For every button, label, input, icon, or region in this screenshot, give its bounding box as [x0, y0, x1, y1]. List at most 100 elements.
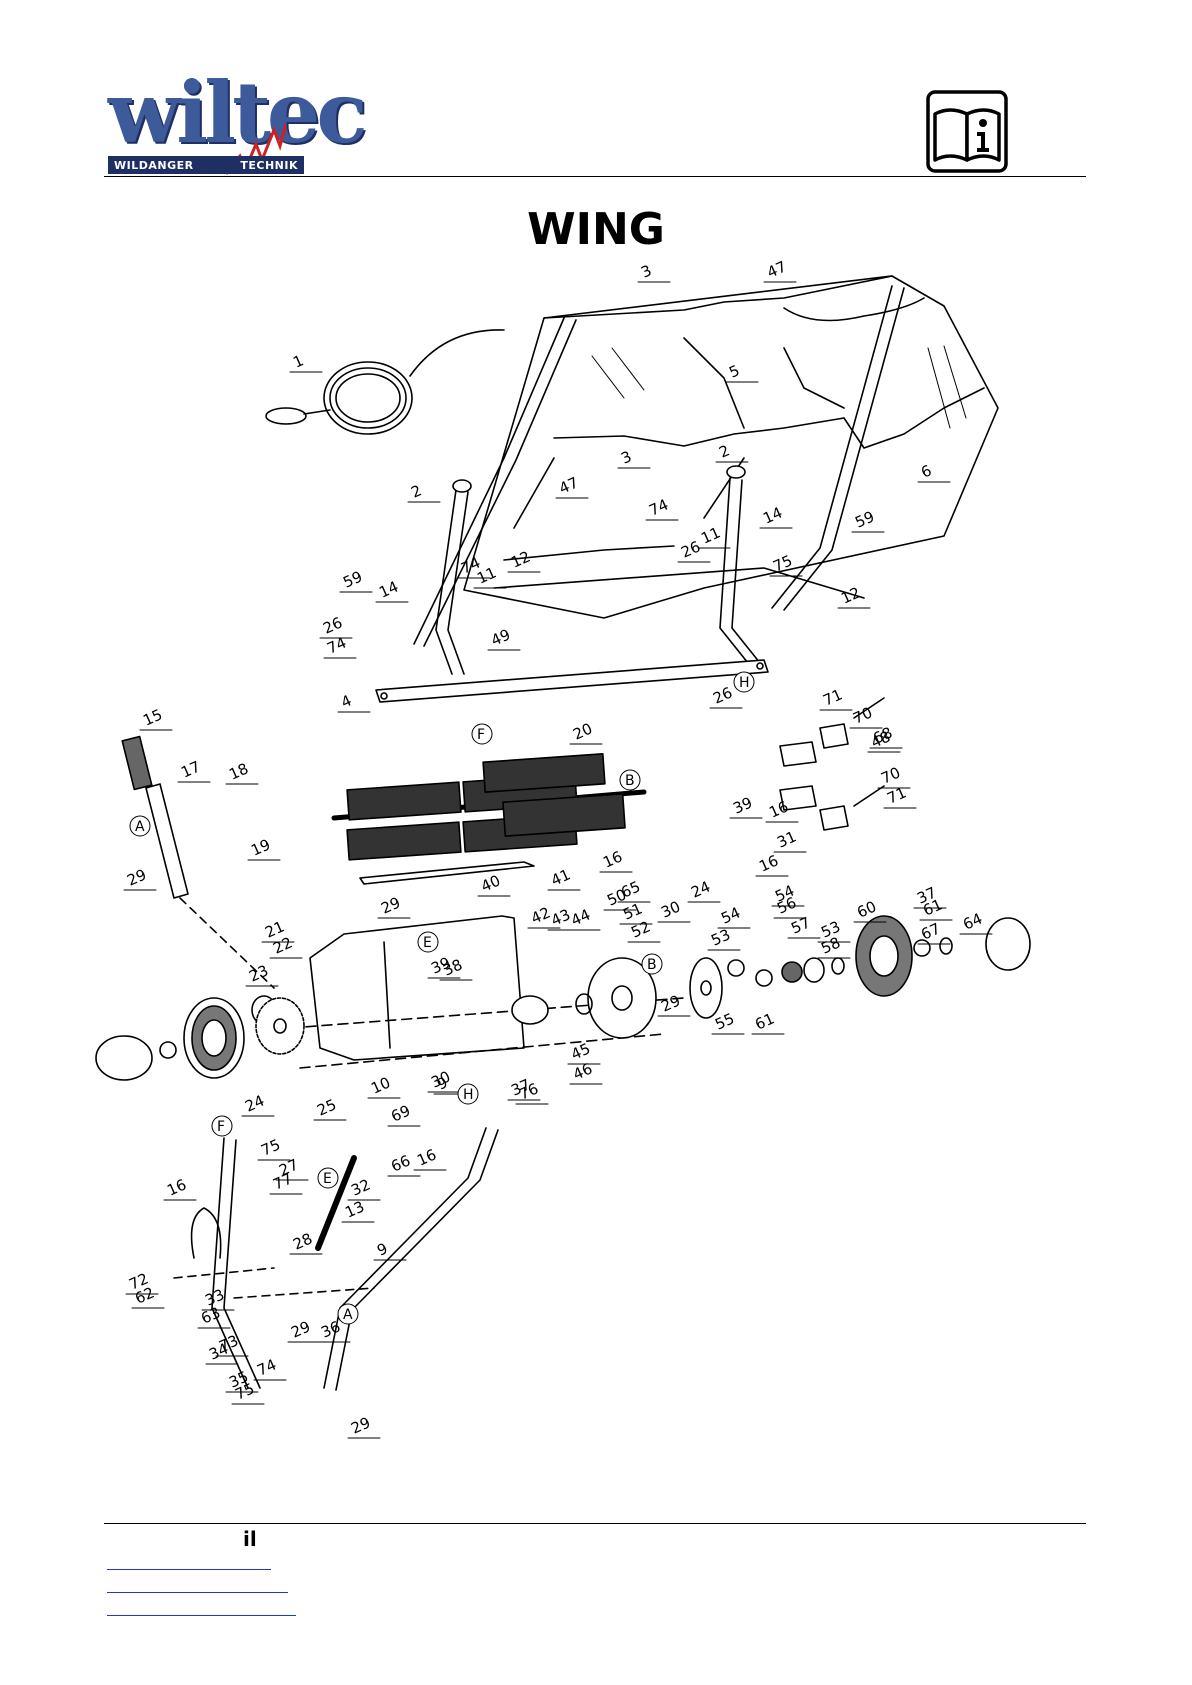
- part-number-label: 29: [378, 893, 403, 917]
- footer-rule: [104, 1523, 1086, 1524]
- brush-assembly: [331, 753, 647, 861]
- part-number-label: 16: [164, 1175, 189, 1199]
- left-gear: [255, 997, 305, 1055]
- reference-letter-circle: [641, 953, 663, 975]
- part-number-label: 29: [348, 1413, 373, 1437]
- cross-bar: [375, 659, 769, 703]
- reference-letter: F: [217, 1119, 225, 1135]
- part-number-label: 66: [388, 1151, 413, 1175]
- part-number-label: 75: [258, 1135, 283, 1159]
- part-number-label: 39: [730, 793, 755, 817]
- collection-bag: [463, 275, 999, 619]
- reference-letter: A: [343, 1307, 353, 1323]
- reference-letter: B: [625, 773, 635, 789]
- part-number-label: 71: [884, 783, 909, 807]
- part-number-label: 23: [246, 961, 271, 985]
- part-number-label: 15: [140, 705, 165, 729]
- part-number-label: 74: [254, 1355, 279, 1379]
- reference-letter: H: [739, 675, 750, 691]
- reference-letter: B: [647, 957, 657, 973]
- wiltec-logo: wiltec WILDANGER TECHNIK: [108, 63, 368, 175]
- part-number-label: 2: [408, 481, 424, 501]
- part-number-label: 58: [818, 933, 843, 957]
- part-number-label: 1: [290, 351, 306, 371]
- bracket-parts: [779, 697, 885, 831]
- reference-letter-circle: [337, 1303, 359, 1325]
- part-number-label: 64: [960, 909, 985, 933]
- reference-letter: A: [135, 819, 145, 835]
- part-number-label: 49: [488, 625, 513, 649]
- part-number-label: 26: [710, 683, 735, 707]
- part-number-label: 12: [838, 583, 863, 607]
- exploded-parts-drawing: 1223345699101111121213141415161616161617…: [95, 258, 1031, 1439]
- part-number-label: 71: [820, 685, 845, 709]
- part-number-label: 16: [414, 1145, 439, 1169]
- part-number-label: 41: [548, 865, 573, 889]
- part-number-label: 69: [388, 1101, 413, 1125]
- logo-caption-right: TECHNIK: [240, 158, 298, 172]
- reference-letter-circle: [457, 1083, 479, 1105]
- reference-letter: E: [323, 1171, 332, 1187]
- reference-letter-circle: [619, 769, 641, 791]
- handle-frame: [413, 285, 905, 675]
- reference-letter-circle: [317, 1167, 339, 1189]
- part-number-label: 54: [718, 903, 743, 927]
- part-number-label: 14: [376, 577, 401, 601]
- reference-letter-circle: [417, 931, 439, 953]
- part-number-label: 44: [568, 905, 593, 929]
- part-number-label: 29: [124, 865, 149, 889]
- part-number-label: 47: [764, 258, 789, 282]
- footer-text: il: [243, 1527, 257, 1551]
- part-number-label: 18: [226, 759, 251, 783]
- part-number-label: 36: [318, 1317, 343, 1341]
- part-number-label: 40: [478, 871, 503, 895]
- handle-grip: [121, 735, 275, 989]
- header-rule: [104, 176, 1086, 177]
- reference-letter: E: [423, 935, 432, 951]
- part-number-label: 9: [374, 1239, 390, 1259]
- part-number-label: 31: [774, 827, 799, 851]
- reference-letter: F: [477, 727, 485, 743]
- part-number-label: 29: [658, 991, 683, 1015]
- lower-handle: [173, 1127, 499, 1391]
- part-number-label: 59: [340, 567, 365, 591]
- footer-link-2[interactable]: [107, 1592, 288, 1593]
- right-gear-set: [511, 957, 845, 1039]
- part-number-label: 10: [368, 1073, 393, 1097]
- part-number-label: 4: [338, 691, 354, 711]
- reference-letter: H: [463, 1087, 474, 1103]
- right-wheel: [855, 915, 1031, 997]
- part-number-label: 25: [314, 1095, 339, 1119]
- reference-letter-circle: [211, 1115, 233, 1137]
- part-number-label: 20: [570, 719, 595, 743]
- read-manual-icon: [926, 90, 1008, 173]
- part-number-label: 3: [638, 261, 654, 281]
- part-number-label: 24: [242, 1091, 267, 1115]
- part-number-label: 46: [570, 1059, 595, 1083]
- left-wheel: [95, 995, 277, 1081]
- reference-letter-circle: [733, 671, 755, 693]
- part-number-label: 24: [688, 877, 713, 901]
- part-number-label: 17: [178, 757, 203, 781]
- part-number-label: 32: [348, 1175, 373, 1199]
- page-title: WING: [527, 204, 665, 255]
- reference-letter-circle: [129, 815, 151, 837]
- part-number-label: 55: [712, 1009, 737, 1033]
- part-number-label: 53: [708, 925, 733, 949]
- footer-link-3[interactable]: [107, 1615, 296, 1616]
- logo-caption-bar: WILDANGER TECHNIK: [108, 156, 304, 174]
- reference-letter-circle: [471, 723, 493, 745]
- part-number-label: 29: [288, 1317, 313, 1341]
- part-number-label: 57: [788, 913, 813, 937]
- footer-link-1[interactable]: [107, 1569, 271, 1570]
- part-number-label: 19: [248, 835, 273, 859]
- logo-wordmark: wiltec: [108, 63, 368, 162]
- part-number-label: 30: [658, 897, 683, 921]
- part-number-label: 16: [756, 851, 781, 875]
- part-number-label: 16: [600, 847, 625, 871]
- part-number-label: 28: [290, 1229, 315, 1253]
- logo-caption-left: WILDANGER: [114, 158, 194, 172]
- part-number-label: 13: [342, 1197, 367, 1221]
- cable-coil: [265, 329, 505, 435]
